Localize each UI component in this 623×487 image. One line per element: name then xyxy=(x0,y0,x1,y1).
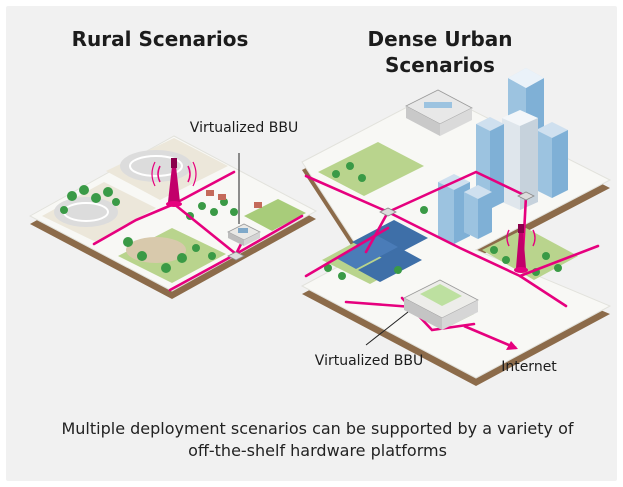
grass-patch xyxy=(482,228,578,280)
callout-lines xyxy=(238,153,409,346)
diagram-caption: Multiple deployment scenarios can be sup… xyxy=(61,419,574,460)
rural-cell-tower-icon xyxy=(151,158,197,207)
junction-box-icon xyxy=(517,191,535,201)
rural-houses xyxy=(206,190,262,208)
urban-island xyxy=(300,68,612,386)
virtualized-bbu-urban-label: Virtualized BBU xyxy=(314,353,424,369)
junction-box-icon xyxy=(379,207,397,217)
internet-label: Internet xyxy=(501,359,557,375)
internet-arrow-icon xyxy=(463,324,518,350)
grass-patch xyxy=(244,199,306,231)
diagram-frame: Rural Scenarios Dense Urban Scenarios Vi… xyxy=(6,6,617,481)
urban-cell-tower-icon xyxy=(506,224,536,273)
urban-low-buildings xyxy=(405,89,473,136)
grass-patch xyxy=(318,142,424,196)
rural-island xyxy=(28,135,318,299)
rural-links xyxy=(92,170,304,292)
urban-towers xyxy=(438,68,568,244)
junction-box-icon xyxy=(227,251,245,261)
urban-bbu-datacenter-icon xyxy=(403,279,479,330)
dense-urban-scenarios-title: Dense Urban Scenarios xyxy=(367,27,513,77)
urban-links xyxy=(304,170,600,332)
virtualized-bbu-rural-label: Virtualized BBU xyxy=(189,120,299,136)
rural-bbu-building-icon xyxy=(227,223,261,246)
rural-scenarios-title: Rural Scenarios xyxy=(71,27,249,51)
network-illustration xyxy=(28,68,612,386)
